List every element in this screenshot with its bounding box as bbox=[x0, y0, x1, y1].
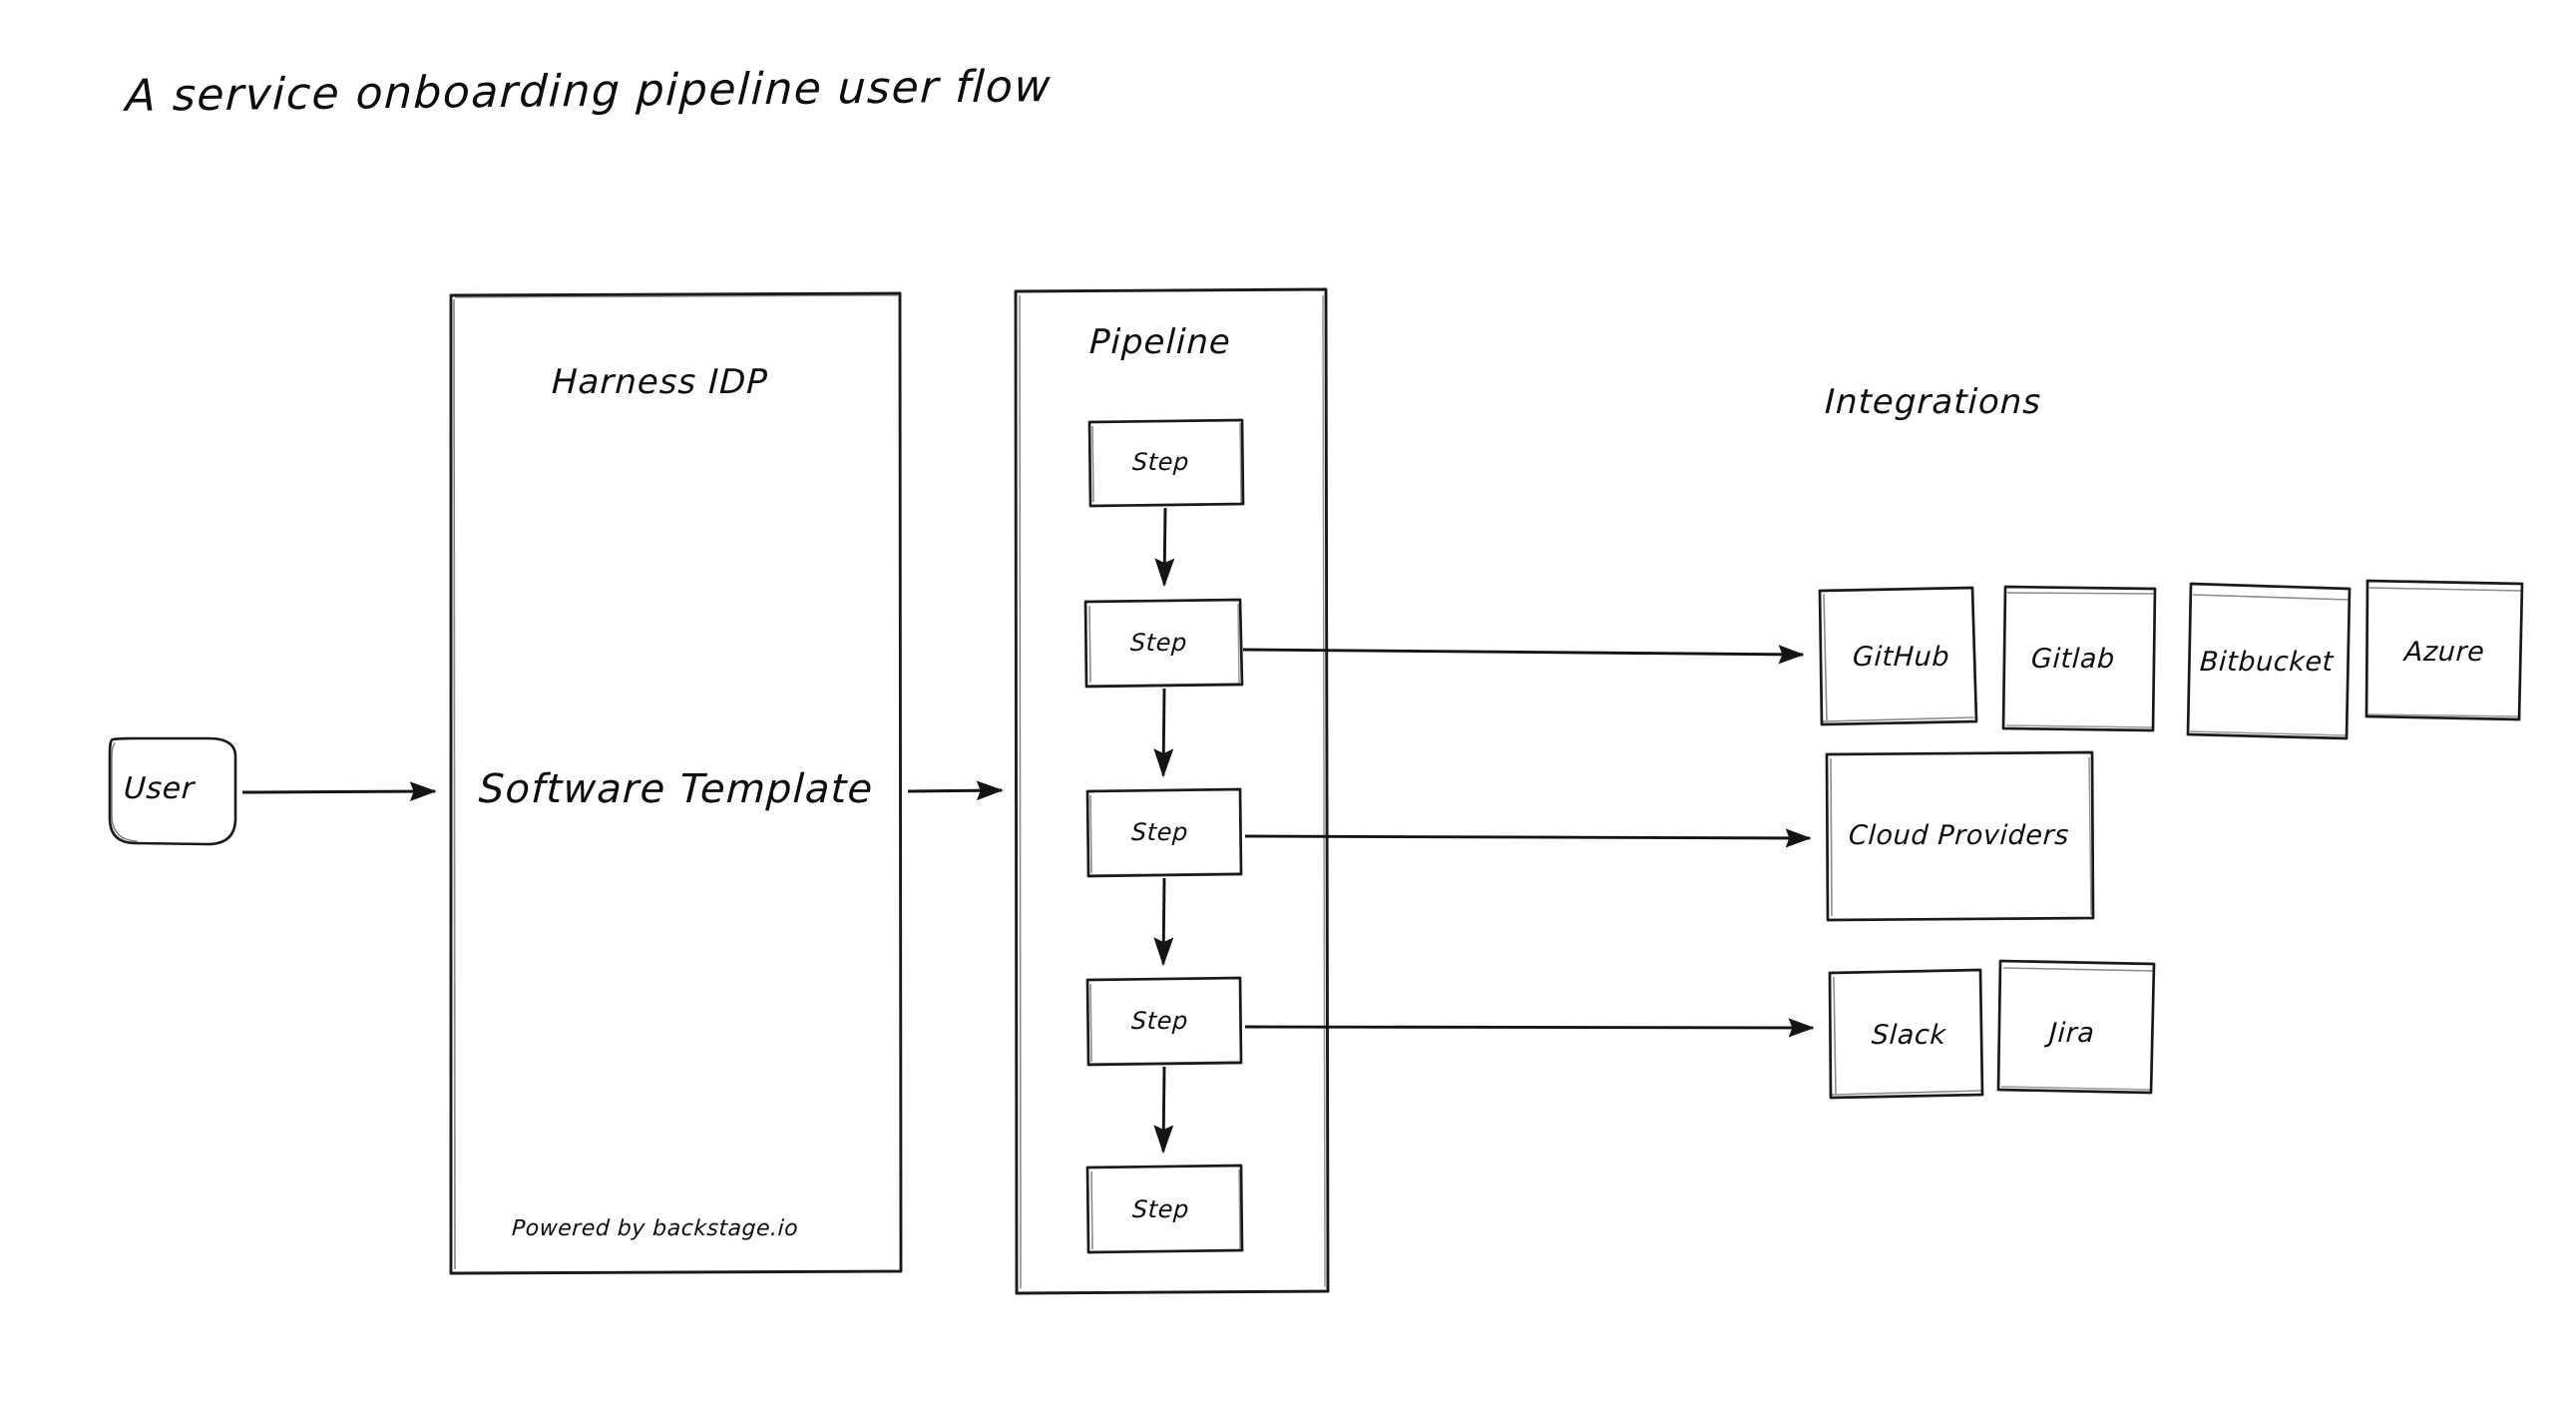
integration-gitlab-shape[interactable] bbox=[2001, 585, 2157, 732]
integration-github-shape[interactable] bbox=[1818, 586, 1978, 726]
integration-github[interactable] bbox=[1818, 587, 1977, 726]
integration-jira-shape[interactable] bbox=[1996, 959, 2156, 1095]
integration-slack-shape[interactable] bbox=[1828, 968, 1984, 1100]
pipeline-step-3[interactable] bbox=[1085, 788, 1243, 878]
connector-template-to-pipeline bbox=[907, 780, 1004, 801]
harness-idp-container[interactable] bbox=[449, 291, 904, 1277]
connector-step4-to-step5 bbox=[1153, 1066, 1174, 1155]
pipeline-step-3-shape[interactable] bbox=[1085, 787, 1243, 878]
integration-azure-shape[interactable] bbox=[2364, 579, 2524, 721]
connector-step3-to-cloud bbox=[1244, 828, 1812, 848]
integration-slack[interactable] bbox=[1828, 968, 1984, 1100]
integration-cloud-providers-shape[interactable] bbox=[1825, 750, 2095, 922]
connector-step2-to-github bbox=[1242, 645, 1805, 665]
pipeline-step-5-shape[interactable] bbox=[1085, 1164, 1244, 1254]
user-node[interactable] bbox=[108, 736, 239, 848]
pipeline-step-2-shape[interactable] bbox=[1083, 598, 1244, 689]
connector-step2-to-step3 bbox=[1153, 688, 1174, 778]
user-node-shape[interactable] bbox=[108, 736, 237, 846]
pipeline-step-1[interactable] bbox=[1087, 419, 1245, 509]
connector-user-to-idp bbox=[241, 781, 437, 802]
harness-idp-container-shape[interactable] bbox=[449, 291, 903, 1275]
integration-jira[interactable] bbox=[1996, 959, 2156, 1095]
pipeline-step-4-shape[interactable] bbox=[1085, 976, 1243, 1067]
integration-gitlab[interactable] bbox=[2001, 585, 2157, 732]
pipeline-step-1-shape[interactable] bbox=[1087, 418, 1245, 508]
integration-bitbucket[interactable] bbox=[2186, 582, 2352, 740]
connector-step4-to-slack bbox=[1244, 1018, 1815, 1038]
integration-cloud-providers[interactable] bbox=[1825, 750, 2095, 922]
integration-azure[interactable] bbox=[2364, 579, 2524, 721]
integration-bitbucket-shape[interactable] bbox=[2186, 582, 2352, 740]
connector-step1-to-step2 bbox=[1154, 507, 1175, 588]
pipeline-step-5[interactable] bbox=[1085, 1165, 1244, 1254]
connector-step3-to-step4 bbox=[1153, 877, 1174, 967]
pipeline-step-4[interactable] bbox=[1085, 977, 1243, 1067]
pipeline-step-2[interactable] bbox=[1083, 599, 1243, 689]
